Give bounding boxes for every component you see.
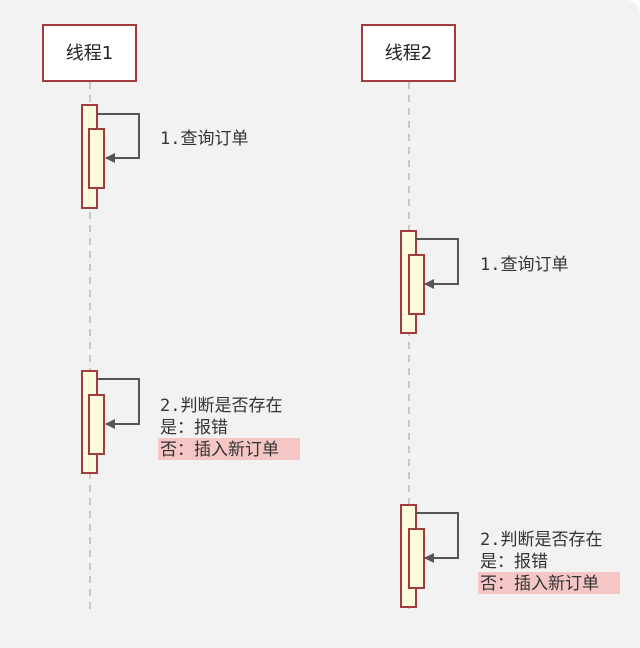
actor-box: [361, 24, 456, 82]
actor-thread2[interactable]: 线程2: [361, 24, 456, 82]
self-message-arrow: [97, 378, 140, 429]
self-message-arrow: [97, 113, 140, 163]
actor-box: [42, 24, 137, 82]
message-label-no: 否：插入新订单: [480, 574, 599, 594]
nested-activation-bar: [88, 394, 105, 455]
message-label: 1.查询订单: [160, 129, 248, 149]
message-label: 1.查询订单: [480, 255, 568, 275]
self-message-arrow: [416, 512, 459, 563]
message-label: 2.判断是否存在: [480, 530, 602, 550]
self-message-arrow: [416, 238, 459, 289]
nested-activation-bar: [408, 528, 425, 589]
nested-activation-bar: [408, 254, 425, 315]
t2-check-step[interactable]: 2.判断是否存在 是：报错 否：插入新订单: [400, 504, 620, 608]
t1-query-step[interactable]: 1.查询订单: [81, 104, 248, 209]
message-label-yes: 是：报错: [160, 418, 228, 438]
highlight-mark: [158, 438, 300, 460]
t2-query-step[interactable]: 1.查询订单: [400, 230, 568, 334]
actor-thread1[interactable]: 线程1: [42, 24, 137, 82]
message-label-yes: 是：报错: [480, 552, 548, 572]
message-label-no: 否：插入新订单: [160, 440, 279, 460]
actor-label: 线程1: [66, 43, 113, 64]
message-label: 2.判断是否存在: [160, 396, 282, 416]
highlight-mark: [478, 572, 620, 594]
nested-activation-bar: [88, 128, 105, 189]
t1-check-step[interactable]: 2.判断是否存在 是：报错 否：插入新订单: [81, 370, 300, 474]
actor-label: 线程2: [385, 43, 432, 64]
